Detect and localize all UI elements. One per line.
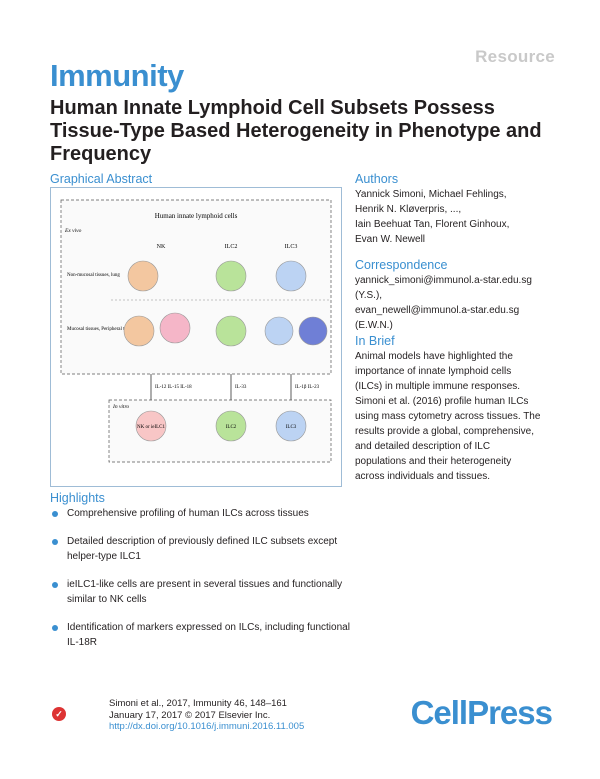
row-label-1: Non-mucosal tissues, lung	[67, 273, 120, 278]
correspondence-list: yannick_simoni@immunol.a-star.edu.sg (Y.…	[355, 273, 532, 333]
section-label: Resource	[475, 47, 555, 66]
col-ilc3: ILC3	[285, 244, 298, 250]
author-line: Iain Beehuat Tan, Florent Ginhoux,	[355, 219, 510, 230]
authors-label: Authors	[355, 172, 399, 186]
highlight-item: ieILC1-like cells are present in several…	[52, 577, 352, 607]
article-title: Human Innate Lymphoid Cell Subsets Posse…	[50, 97, 542, 165]
arrow-label-nk: IL-12 IL-15 IL-18	[155, 385, 192, 390]
in-brief-label: In Brief	[355, 334, 395, 348]
highlight-item: Comprehensive profiling of human ILCs ac…	[52, 506, 352, 521]
correspondence-label: Correspondence	[355, 258, 448, 272]
ilc2-cell-2	[215, 315, 247, 347]
col-ilc2: ILC2	[225, 244, 238, 250]
authors-list: Yannick Simoni, Michael Fehlings, Henrik…	[355, 187, 509, 247]
ilc2-cell-1	[215, 260, 247, 292]
in-brief-line: results provide a global, comprehensive,	[355, 426, 534, 437]
ilc3-cell-2	[264, 316, 294, 346]
nk-cell-1	[127, 260, 159, 292]
ex-vivo-label: Ex vivo	[64, 228, 82, 234]
outcome-nk: NK or ieILC1	[137, 425, 166, 430]
author-line: Yannick Simoni, Michael Fehlings,	[355, 189, 507, 200]
graphical-abstract-label: Graphical Abstract	[50, 172, 153, 186]
citation-line: Simoni et al., 2017, Immunity 46, 148–16…	[109, 698, 287, 709]
in-brief-line: importance of innate lymphoid cells	[355, 366, 512, 377]
outcome-ilc3: ILC3	[286, 425, 297, 430]
diagram-title: Human innate lymphoid cells	[155, 212, 238, 220]
author-line: Henrik N. Kløverpris, ...,	[355, 204, 462, 215]
nk-cell-2	[123, 315, 155, 347]
doi-link[interactable]: http://dx.doi.org/10.1016/j.immuni.2016.…	[109, 721, 305, 732]
citation-line: January 17, 2017 © 2017 Elsevier Inc.	[109, 709, 271, 721]
graphical-abstract-diagram: Human innate lymphoid cells Ex vivo NK I…	[60, 199, 332, 463]
ilc3-cell-1	[275, 260, 307, 292]
bullet-icon	[52, 511, 58, 517]
in-brief-line: Animal models have highlighted the	[355, 351, 513, 362]
email-link[interactable]: yannick_simoni@immunol.a-star.edu.sg	[355, 275, 532, 286]
in-vitro-label: In vitro	[112, 404, 129, 410]
arrow-label-ilc2: IL-33	[235, 385, 247, 390]
email-link[interactable]: evan_newell@immunol.a-star.edu.sg	[355, 305, 520, 316]
highlight-item: Detailed description of previously defin…	[52, 534, 352, 564]
in-brief-text: Animal models have highlighted the impor…	[355, 349, 540, 484]
bullet-icon	[52, 582, 58, 588]
in-brief-line: Simoni et al. (2016) profile human ILCs	[355, 396, 529, 407]
journal-logo: Immunity	[50, 58, 184, 93]
row-label-2: Mucosal tissues, Peripheral tissues, ski…	[67, 327, 148, 332]
correspondence-note: (Y.S.),	[355, 290, 383, 301]
col-nk: NK	[157, 244, 166, 250]
ilc3-outcome-cell	[275, 410, 307, 442]
in-brief-line: across individuals and tissues.	[355, 471, 491, 482]
highlights-label: Highlights	[50, 491, 105, 505]
in-brief-line: and detailed description of ILC	[355, 441, 491, 452]
author-line: Evan W. Newell	[355, 234, 426, 245]
correspondence-note: (E.W.N.)	[355, 320, 393, 331]
in-brief-line: (ILCs) in multiple immune responses.	[355, 381, 521, 392]
in-brief-line: populations and their heterogeneity	[355, 456, 512, 467]
ieilc1-cell	[159, 312, 191, 344]
citation: Simoni et al., 2017, Immunity 46, 148–16…	[109, 698, 304, 733]
highlights-list: Comprehensive profiling of human ILCs ac…	[52, 506, 352, 663]
outcome-ilc2: ILC2	[226, 425, 237, 430]
bullet-icon	[52, 539, 58, 545]
ilc2-outcome-cell	[215, 410, 247, 442]
arrow-label-ilc3: IL-1β IL-23	[295, 385, 320, 390]
highlight-item: Identification of markers expressed on I…	[52, 620, 352, 650]
bullet-icon	[52, 625, 58, 631]
publisher-logo: CellPress	[410, 694, 553, 731]
in-brief-line: using mass cytometry across tissues. The	[355, 411, 541, 422]
nk-outcome-cell	[135, 410, 167, 442]
ilc3-cell-3	[298, 316, 328, 346]
crossmark-icon[interactable]: ✓	[52, 707, 66, 721]
graphical-abstract: Human innate lymphoid cells Ex vivo NK I…	[50, 187, 342, 487]
